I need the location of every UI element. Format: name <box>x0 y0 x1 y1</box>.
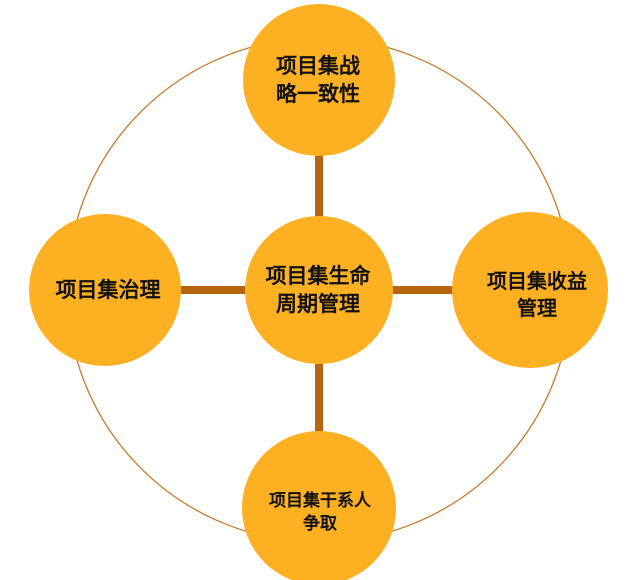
node-top-circle <box>243 4 395 156</box>
node-center-label: 项目集生命 周期管理 <box>265 263 371 316</box>
node-left-circle <box>29 214 181 366</box>
node-bottom-label: 项目集干系人 争取 <box>269 491 371 534</box>
node-bottom-circle <box>242 431 396 580</box>
node-center-circle <box>245 216 393 364</box>
node-right-label: 项目集收益 管理 <box>487 269 587 320</box>
node-right-circle <box>452 212 608 368</box>
node-left-label: 项目集治理 <box>55 277 161 302</box>
node-top-label: 项目集战 略一致性 <box>276 53 360 106</box>
